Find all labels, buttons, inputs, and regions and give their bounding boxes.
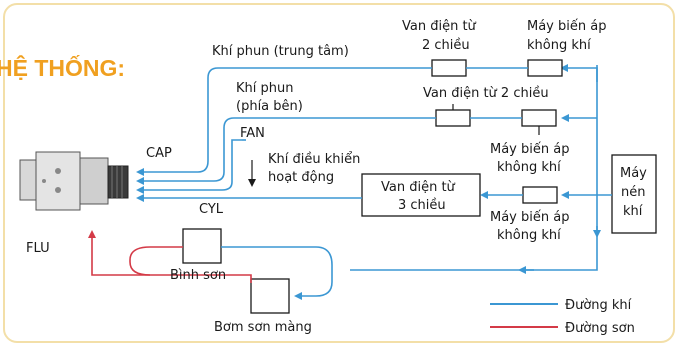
solenoid-2way-mid	[435, 109, 471, 127]
label-khi-dieu-khien-1: Khí điều khiển	[268, 152, 360, 167]
label-binh-son: Bình sơn	[170, 268, 226, 283]
label-van-2chieu-mid: Van điện từ 2 chiều	[423, 86, 549, 101]
label-may-bien-ap-top-2: không khí	[527, 38, 591, 53]
diagram-frame	[3, 3, 675, 343]
label-bom-son-mang: Bơm sơn màng	[214, 320, 312, 335]
label-cyl: CYL	[199, 202, 224, 217]
paint-loop-return	[221, 246, 333, 300]
label-may-nen-khi-1: Máy	[620, 166, 647, 181]
label-may-bien-ap-mid-1: Máy biến áp	[490, 142, 569, 157]
legend-air-label: Đường khí	[565, 298, 632, 313]
air-line-fan	[136, 139, 242, 194]
solenoid-2way-top	[431, 59, 467, 77]
air-feed-top	[560, 64, 598, 82]
air-return-line	[350, 232, 598, 271]
system-title: HỆ THỐNG:	[0, 54, 125, 81]
label-khi-phun-phia-ben-1: Khí phun	[236, 81, 293, 96]
paint-line-to-gun	[88, 230, 150, 276]
label-fan: FAN	[240, 126, 265, 141]
label-khi-phun-phia-ben-2: (phía bên)	[236, 99, 303, 114]
air-compressor-box	[611, 154, 657, 234]
label-van-2chieu-top-1: Van điện từ	[402, 19, 477, 34]
label-may-bien-ap-low-2: không khí	[497, 228, 561, 243]
label-may-bien-ap-mid-2: không khí	[497, 160, 561, 175]
air-line-center-spray	[136, 67, 432, 176]
air-transformer-low	[522, 186, 558, 204]
label-cap: CAP	[146, 146, 172, 161]
legend-paint-label: Đường sơn	[565, 321, 635, 336]
label-khi-phun-trung-tam: Khí phun (trung tâm)	[212, 44, 349, 59]
spray-gun	[19, 151, 129, 211]
label-van-2chieu-top-2: 2 chiều	[422, 38, 470, 53]
air-transformer-mid	[521, 109, 557, 127]
label-van-3chieu-1: Van điện từ	[381, 180, 456, 195]
air-transformer-top	[527, 59, 563, 77]
label-may-nen-khi-2: nén	[621, 185, 645, 200]
label-may-bien-ap-top-1: Máy biến áp	[527, 19, 606, 34]
legend: Đường khí Đường sơn	[490, 298, 635, 336]
label-khi-dieu-khien-2: hoạt động	[268, 170, 334, 185]
label-van-3chieu-2: 3 chiều	[398, 198, 446, 213]
label-may-bien-ap-low-1: Máy biến áp	[490, 210, 569, 225]
paint-tank-box	[182, 228, 222, 264]
label-flu: FLU	[26, 241, 50, 256]
label-may-nen-khi-3: khí	[623, 204, 643, 219]
diaphragm-pump-box	[250, 278, 290, 314]
air-line-side-spray	[136, 117, 436, 185]
